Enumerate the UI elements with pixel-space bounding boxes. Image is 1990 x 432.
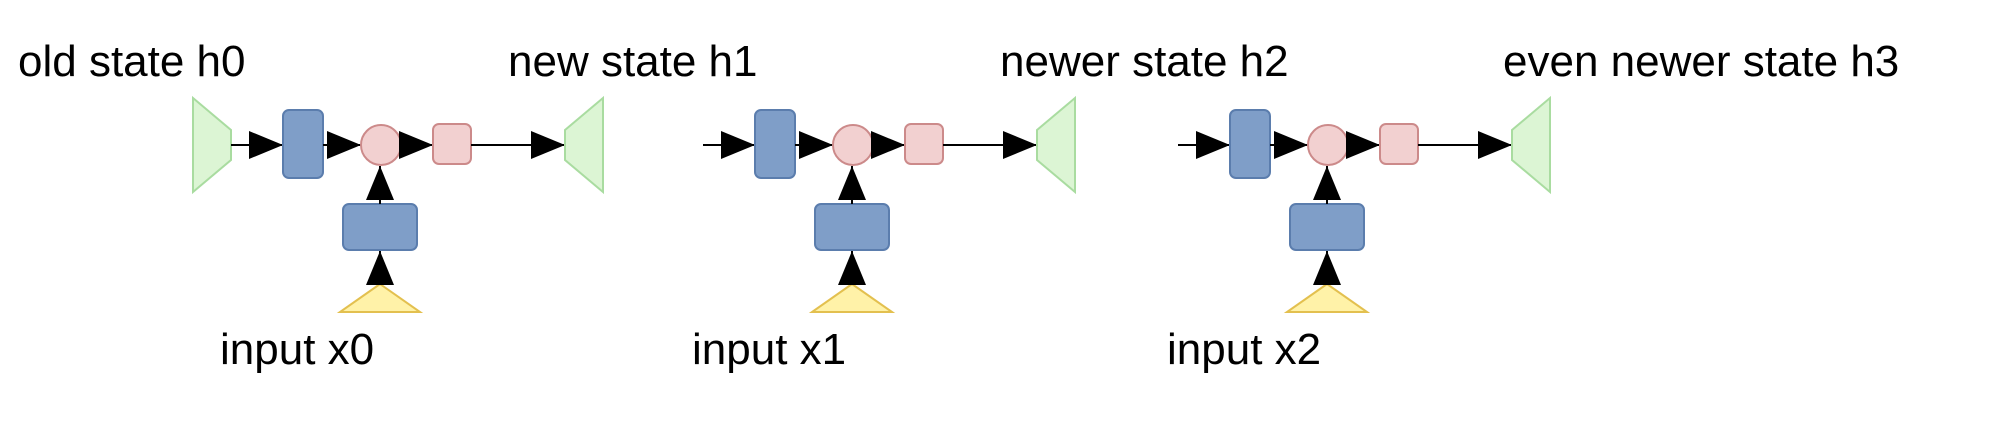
arrow-input-to-weight-2-head [1313,251,1341,285]
arrow-activation-to-state-2-head [1478,131,1512,159]
state-trapezoid-icon-h2 [1036,95,1076,195]
state-label-h2: newer state h2 [1000,37,1289,86]
arrow-state-to-weight-0-head [249,131,283,159]
input-weight-rounded-rectangle-icon-1 [814,203,890,251]
arrow-input-weight-to-combine-2-head [1313,166,1341,200]
arrow-input-weight-to-combine-0-head [366,166,394,200]
state-trapezoid-icon-h0 [192,95,232,195]
recurrent-weight-rounded-rectangle-icon-0 [282,109,324,179]
combine-circle-icon-1 [832,124,874,166]
arrow-weight-to-combine-0-head [327,131,361,159]
state-label-h3: even newer state h3 [1503,37,1899,86]
activation-rounded-square-icon-2 [1379,123,1419,165]
state-trapezoid-icon-h1 [564,95,604,195]
arrow-input-to-weight-0-head [366,251,394,285]
arrow-activation-to-state-1-head [1003,131,1037,159]
recurrent-weight-rounded-rectangle-icon-2 [1229,109,1271,179]
arrow-weight-to-combine-1-head [799,131,833,159]
arrow-state-to-weight-1-head [721,131,755,159]
arrow-combine-to-activation-0-head [399,131,433,159]
activation-rounded-square-icon-0 [432,123,472,165]
input-label-x1: input x1 [692,325,846,374]
input-triangle-icon-x2 [1283,282,1371,313]
recurrent-weight-rounded-rectangle-icon-1 [754,109,796,179]
input-triangle-icon-x1 [808,282,896,313]
input-weight-rounded-rectangle-icon-2 [1289,203,1365,251]
arrow-combine-to-activation-2-head [1346,131,1380,159]
input-label-x0: input x0 [220,325,374,374]
activation-rounded-square-icon-1 [904,123,944,165]
state-label-h1: new state h1 [508,37,758,86]
arrow-weight-to-combine-2-head [1274,131,1308,159]
state-label-h0: old state h0 [18,37,246,86]
cells-group [192,95,1551,313]
arrow-input-weight-to-combine-1-head [838,166,866,200]
combine-circle-icon-0 [360,124,402,166]
input-label-x2: input x2 [1167,325,1321,374]
input-triangle-icon-x0 [336,282,424,313]
combine-circle-icon-2 [1307,124,1349,166]
arrow-activation-to-state-0-head [531,131,565,159]
arrow-input-to-weight-1-head [838,251,866,285]
arrow-state-to-weight-2-head [1196,131,1230,159]
arrow-combine-to-activation-1-head [871,131,905,159]
input-weight-rounded-rectangle-icon-0 [342,203,418,251]
state-trapezoid-icon-h3 [1511,95,1551,195]
